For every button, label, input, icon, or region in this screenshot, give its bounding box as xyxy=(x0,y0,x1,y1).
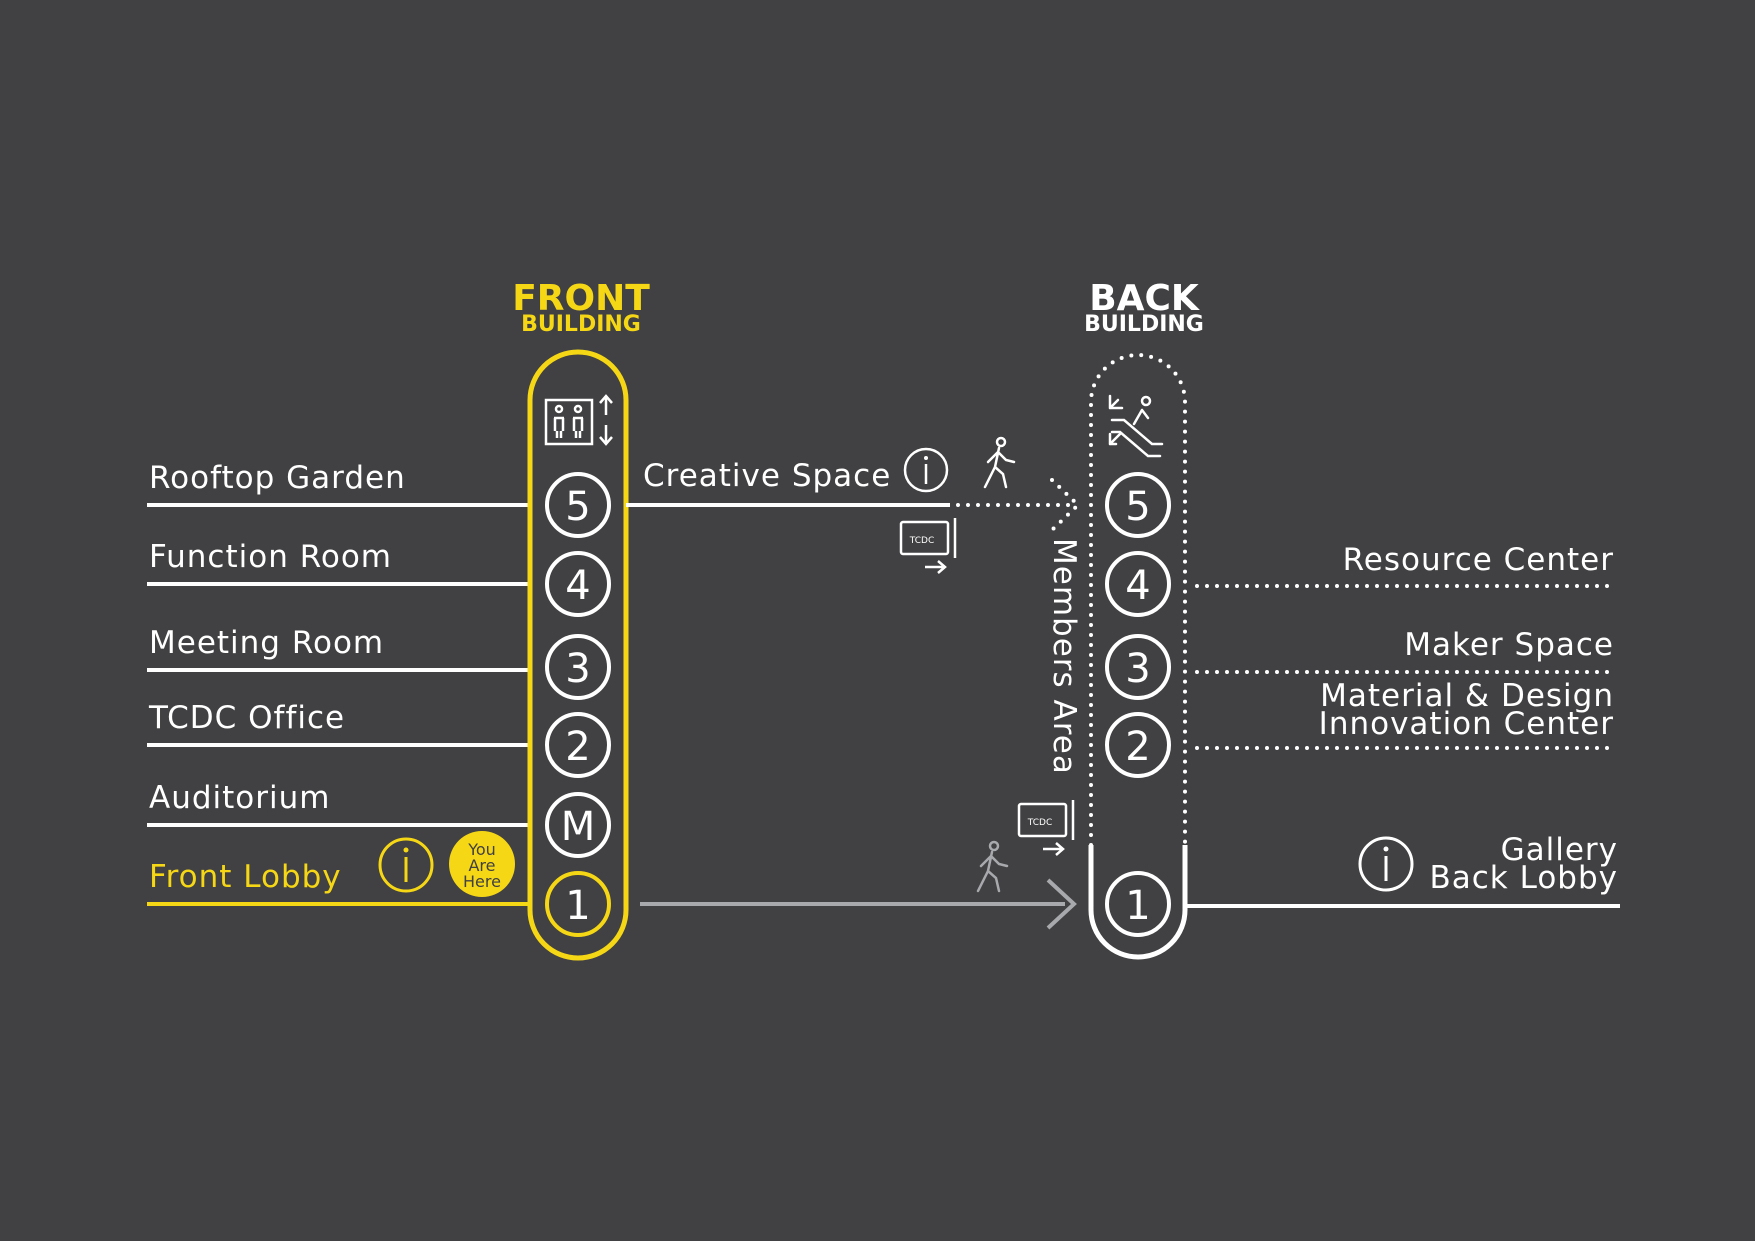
floor-label-gallery: Gallery xyxy=(1501,832,1618,868)
floor-number-3: 3 xyxy=(565,646,590,692)
floor-label-resource-center: Resource Center xyxy=(1343,542,1614,578)
walking-person-icon xyxy=(976,840,1009,893)
elevator-icon xyxy=(544,394,613,446)
back-floor-number-4: 4 xyxy=(1125,563,1150,609)
card-text-lower: TCDC xyxy=(1027,818,1052,828)
creative-space-label: Creative Space xyxy=(643,458,891,494)
front-floor-lines xyxy=(147,503,530,906)
you-are-here-line1: You xyxy=(467,840,496,859)
floor-label-rooftop-garden: Rooftop Garden xyxy=(149,460,406,496)
floor-badge-5 xyxy=(545,472,611,538)
floor-badge-3 xyxy=(545,634,611,700)
walking-person-icon xyxy=(983,436,1016,489)
arrow-right-icon xyxy=(1050,478,1081,532)
back-floor-lines xyxy=(1195,584,1618,750)
floor-number-5: 5 xyxy=(565,484,590,530)
floor-badge-2 xyxy=(545,712,611,778)
back-building-column-base xyxy=(1088,845,1188,960)
info-icon xyxy=(1358,836,1414,892)
floor-label-front-lobby: Front Lobby xyxy=(149,859,342,895)
front-floor-badges: 5 4 3 2 M 1 xyxy=(545,472,611,937)
you-are-here-line2: Are xyxy=(468,856,495,875)
floor-badge-4 xyxy=(545,551,611,617)
floor-number-1: 1 xyxy=(565,883,590,929)
back-building-subtitle: BUILDING xyxy=(1084,312,1204,337)
back-floor-number-1: 1 xyxy=(1125,883,1150,929)
floor-badge-1 xyxy=(545,871,611,937)
escalator-icon xyxy=(1108,394,1164,458)
floor-label-back-lobby: Back Lobby xyxy=(1429,860,1618,896)
back-floor-badge-5 xyxy=(1105,472,1171,538)
floor-label-meeting-room: Meeting Room xyxy=(149,625,384,661)
front-building-subtitle: BUILDING xyxy=(521,312,641,337)
floor-number-4: 4 xyxy=(565,563,590,609)
member-card-icon: TCDC xyxy=(899,518,957,574)
back-floor-badge-3 xyxy=(1105,634,1171,700)
info-icon xyxy=(378,837,434,893)
floor-badge-m xyxy=(545,792,611,858)
member-card-icon: TCDC xyxy=(1017,800,1075,856)
floor-number-2: 2 xyxy=(565,724,590,770)
floor-label-auditorium: Auditorium xyxy=(149,780,330,816)
info-icon xyxy=(903,447,949,493)
card-text-upper: TCDC xyxy=(909,536,934,546)
members-area-label: Members Area xyxy=(1046,538,1082,775)
front-building-title: FRONT xyxy=(512,278,650,319)
back-floor-badge-4 xyxy=(1105,551,1171,617)
you-are-here-badge: You Are Here xyxy=(449,831,515,897)
floor-label-maker-space: Maker Space xyxy=(1404,627,1614,663)
floor-label-material-design: Material & Design xyxy=(1320,678,1614,714)
back-building-title: BACK xyxy=(1089,278,1200,319)
floor-number-m: M xyxy=(561,804,596,850)
back-floor-number-5: 5 xyxy=(1125,484,1150,530)
back-floor-badges: 5 4 3 2 1 xyxy=(1105,472,1171,937)
you-are-here-line3: Here xyxy=(463,872,501,891)
arrow-right-icon xyxy=(1046,878,1077,930)
back-floor-number-3: 3 xyxy=(1125,646,1150,692)
back-floor-badge-1 xyxy=(1105,871,1171,937)
floor-label-innovation-center: Innovation Center xyxy=(1319,706,1614,742)
back-floor-badge-2 xyxy=(1105,712,1171,778)
floor-label-tcdc-office: TCDC Office xyxy=(148,700,345,736)
back-floor-number-2: 2 xyxy=(1125,724,1150,770)
front-floor-labels: Rooftop Garden Function Room Meeting Roo… xyxy=(148,460,406,895)
floor-label-function-room: Function Room xyxy=(149,539,392,575)
back-floor-labels: Resource Center Maker Space Material & D… xyxy=(1319,542,1618,896)
back-building-column-dotted xyxy=(1089,353,1187,847)
